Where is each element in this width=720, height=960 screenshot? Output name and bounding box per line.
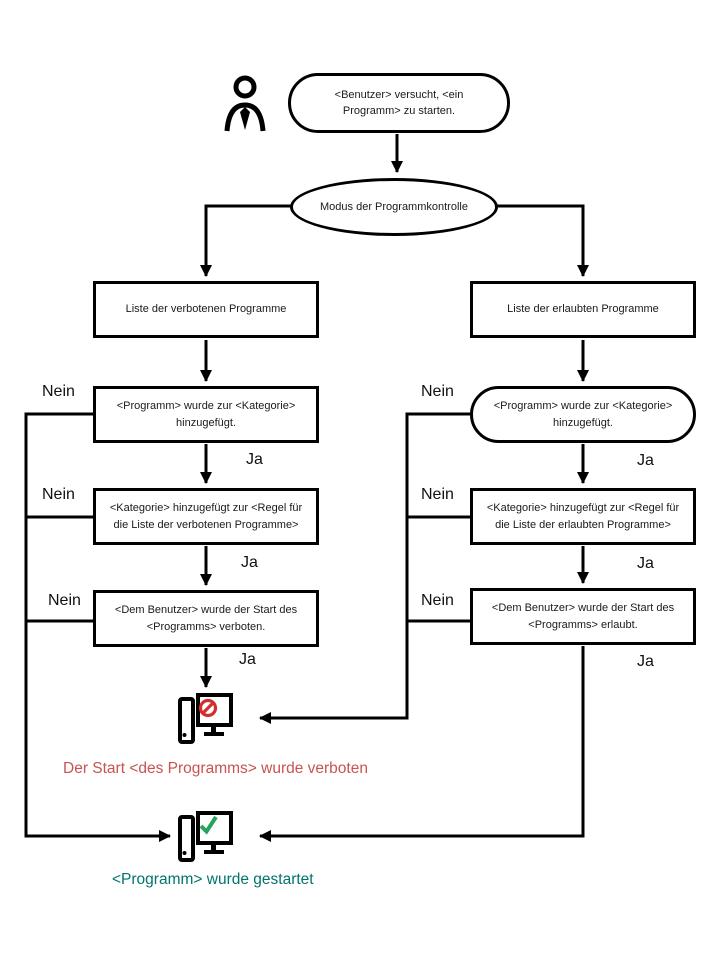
- node-mode-label: Modus der Programmkontrolle: [320, 200, 468, 213]
- connector-verdict-right-to-started-icon: [259, 646, 585, 842]
- node-verdict-left: <Dem Benutzer> wurde der Start des <Prog…: [93, 590, 319, 647]
- node-start: <Benutzer> versucht, <ein Programm> zu s…: [288, 73, 510, 133]
- user-icon: [224, 75, 266, 132]
- branch-label-nein: Nein: [48, 592, 81, 609]
- node-denylist: Liste der verbotenen Programme: [93, 281, 319, 338]
- node-category-check-left: <Programm> wurde zur <Kategorie> hinzuge…: [93, 386, 319, 443]
- connector-mode-to-denylist: [200, 204, 292, 277]
- node-category-check-left-label: <Programm> wurde zur <Kategorie> hinzuge…: [116, 400, 296, 429]
- branch-label-ja: Ja: [637, 653, 654, 670]
- outcome-started-text: <Programm> wurde gestartet: [112, 871, 314, 888]
- computer-blocked-icon: [178, 693, 233, 744]
- node-category-check-right: <Programm> wurde zur <Kategorie> hinzuge…: [470, 386, 696, 443]
- node-rule-check-left-label: <Kategorie> hinzugefügt zur <Regel für d…: [109, 502, 303, 531]
- node-allowlist-label: Liste der erlaubten Programme: [507, 303, 659, 316]
- branch-label-nein: Nein: [421, 486, 454, 503]
- node-rule-check-right-label: <Kategorie> hinzugefügt zur <Regel für d…: [486, 502, 680, 531]
- node-rule-check-right: <Kategorie> hinzugefügt zur <Regel für d…: [470, 488, 696, 545]
- node-rule-check-left: <Kategorie> hinzugefügt zur <Regel für d…: [93, 488, 319, 545]
- connector-nein-trunk-right: [259, 412, 473, 724]
- outcome-blocked-text: Der Start <des Programms> wurde verboten: [63, 760, 368, 777]
- branch-label-nein: Nein: [42, 486, 75, 503]
- branch-label-ja: Ja: [241, 554, 258, 571]
- check-sign: [199, 815, 218, 835]
- branch-label-nein: Nein: [421, 592, 454, 609]
- connector-mode-to-allowlist: [497, 204, 589, 277]
- branch-label-ja: Ja: [637, 555, 654, 572]
- branch-label-ja: Ja: [637, 452, 654, 469]
- node-verdict-left-label: <Dem Benutzer> wurde der Start des <Prog…: [114, 604, 298, 633]
- node-verdict-right-label: <Dem Benutzer> wurde der Start des <Prog…: [491, 602, 675, 631]
- prohibit-sign-slash: [201, 701, 215, 715]
- branch-label-ja: Ja: [246, 451, 263, 468]
- node-start-label: <Benutzer> versucht, <ein Programm> zu s…: [334, 88, 464, 118]
- connector-nein-trunk-left: [24, 412, 171, 842]
- branch-label-ja: Ja: [239, 651, 256, 668]
- branch-label-nein: Nein: [421, 383, 454, 400]
- node-category-check-right-label: <Programm> wurde zur <Kategorie> hinzuge…: [493, 400, 673, 429]
- branch-label-nein: Nein: [42, 383, 75, 400]
- node-verdict-right: <Dem Benutzer> wurde der Start des <Prog…: [470, 588, 696, 645]
- node-mode: Modus der Programmkontrolle: [290, 178, 498, 236]
- node-denylist-label: Liste der verbotenen Programme: [125, 303, 287, 316]
- computer-ok-icon: [178, 811, 233, 862]
- node-allowlist: Liste der erlaubten Programme: [470, 281, 696, 338]
